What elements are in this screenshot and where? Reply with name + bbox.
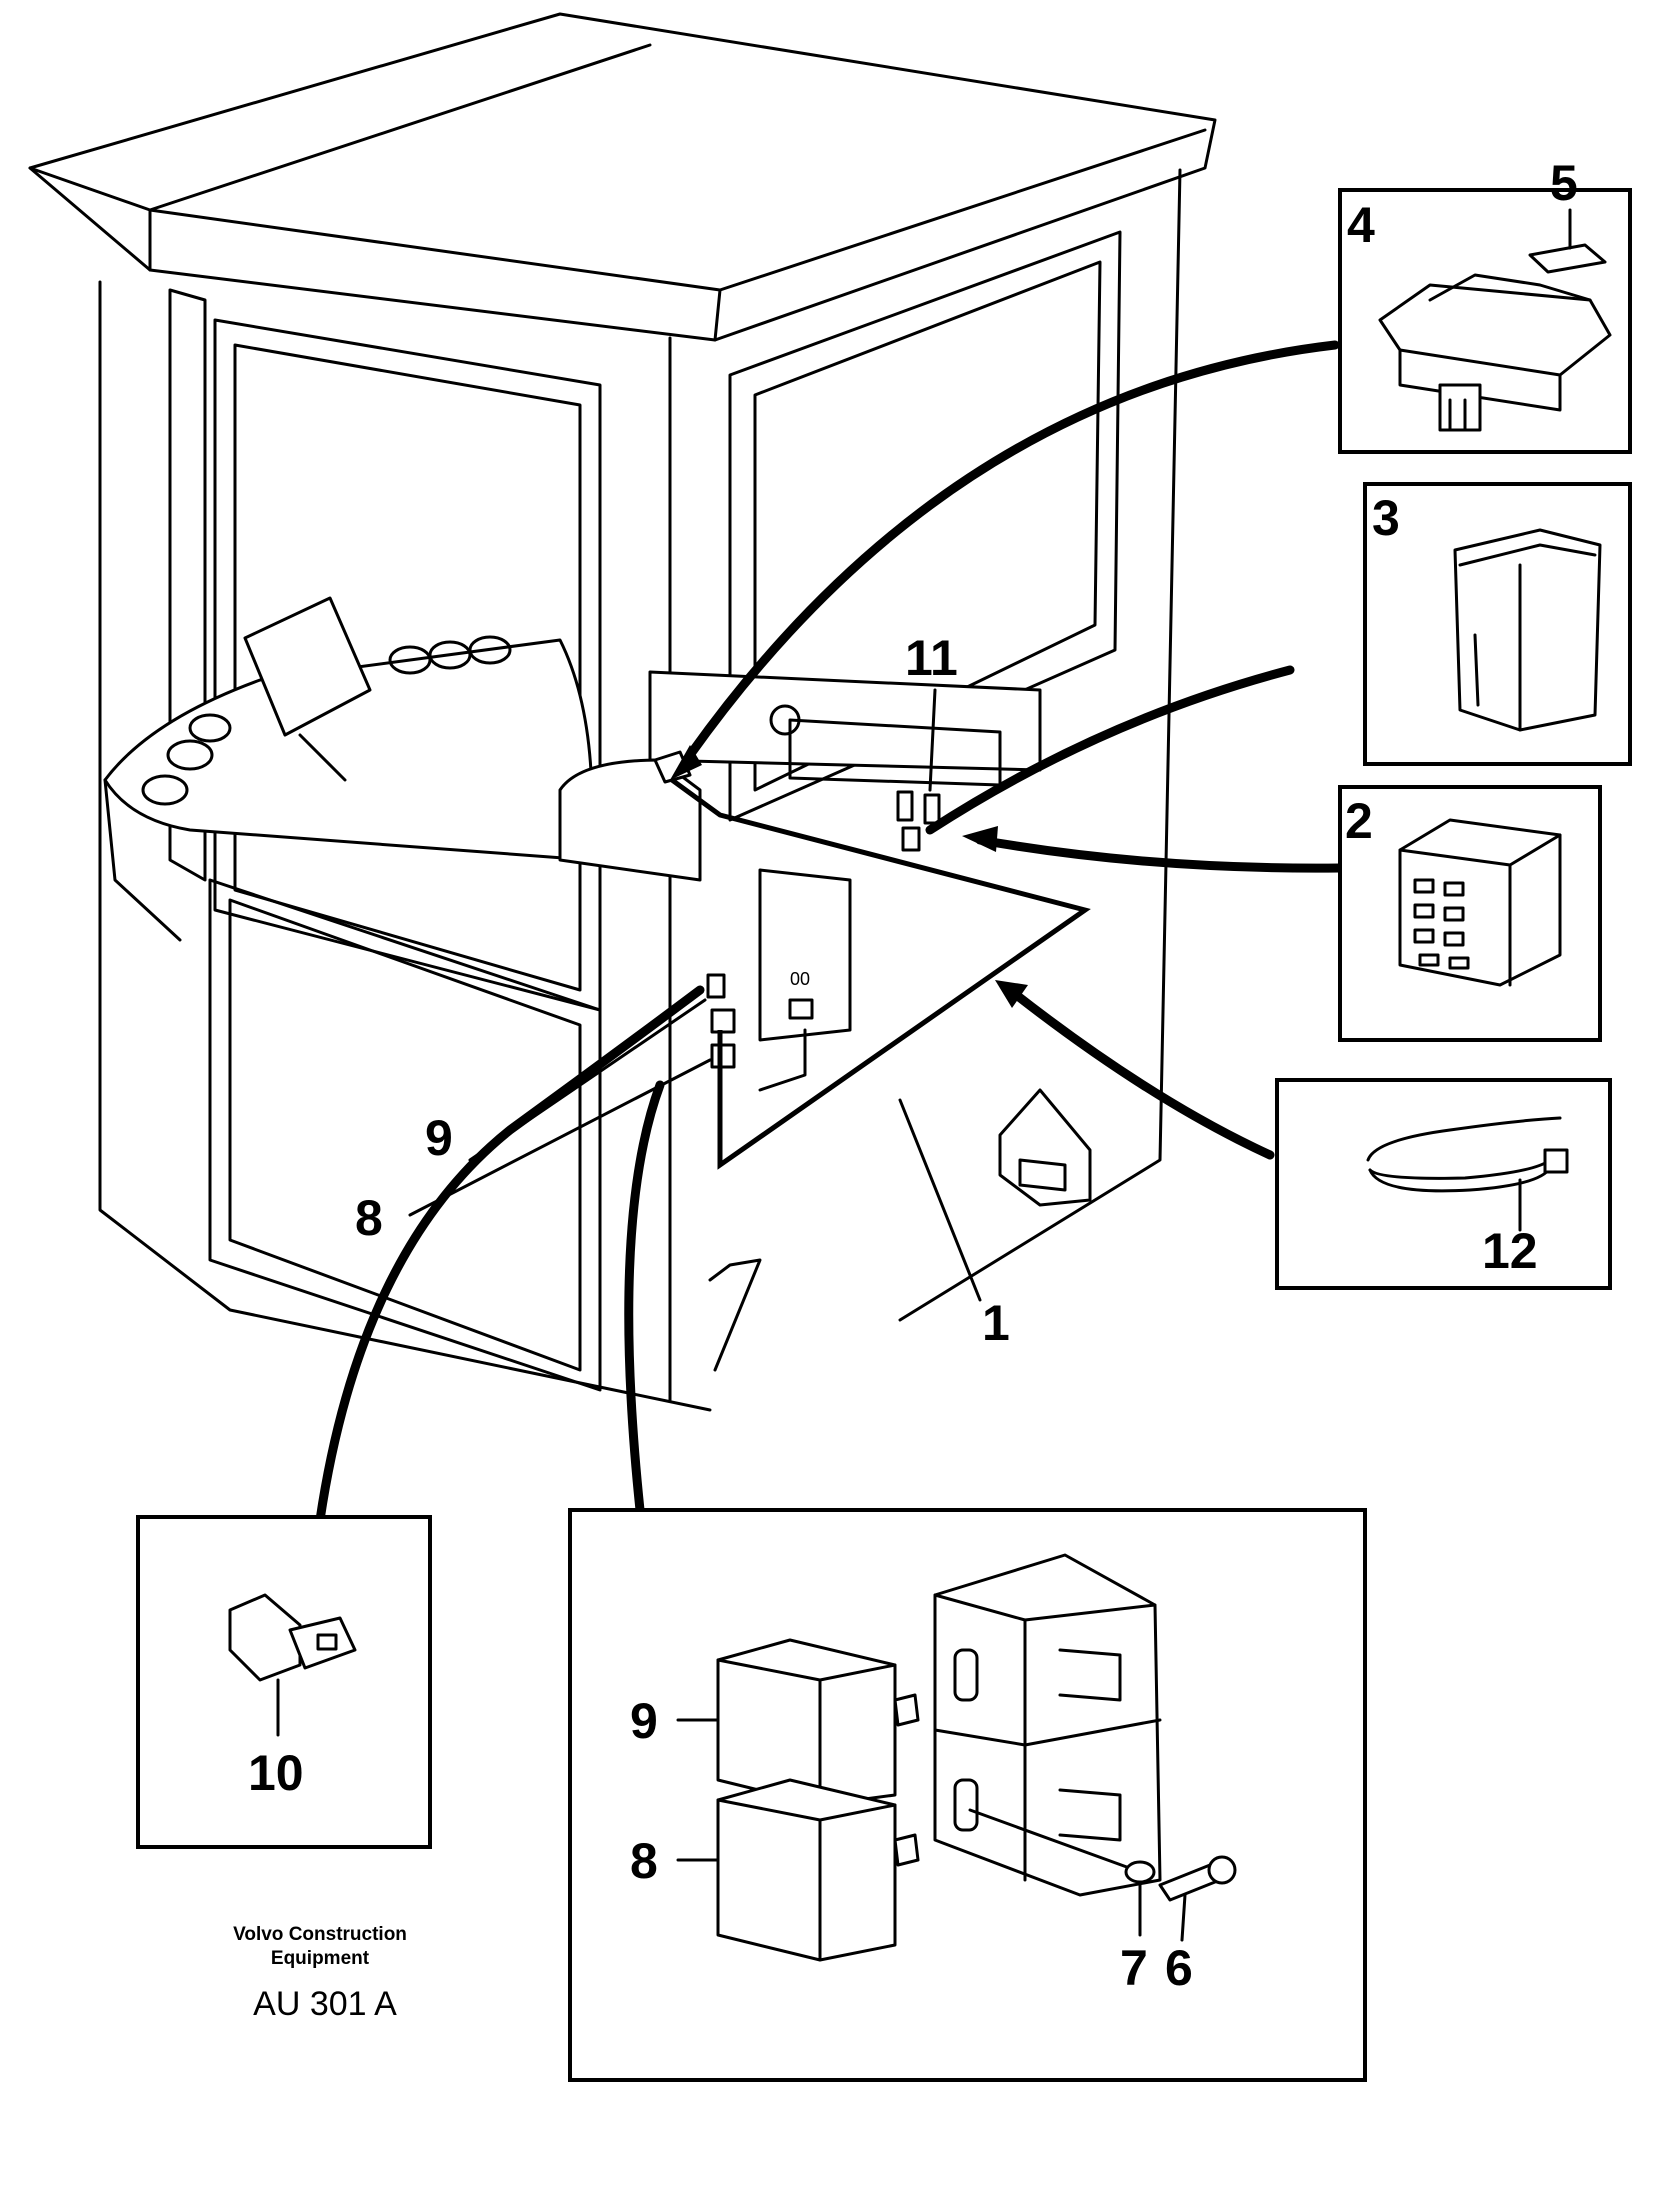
screw-and-washer <box>968 1808 1237 1942</box>
relay-9 <box>716 1638 920 1807</box>
callout-8: 8 <box>355 1190 383 1246</box>
relay-8 <box>716 1778 920 1962</box>
cab-illustration: 00 <box>28 12 1217 1412</box>
relay-holder <box>933 1553 1162 1897</box>
detail-box-relays <box>568 1508 1367 2082</box>
detail-box-connector <box>1338 785 1602 1042</box>
detail-box-switch <box>1338 188 1632 454</box>
callout-5: 5 <box>1550 155 1578 211</box>
connector-pins <box>1413 878 1470 970</box>
callout-10: 10 <box>248 1745 304 1801</box>
callout-2: 2 <box>1345 793 1373 849</box>
caption: Volvo Construction Equipment AU 301 A <box>233 1924 407 2023</box>
callout-7: 7 <box>1120 1940 1148 1996</box>
callout-8-detail: 8 <box>630 1833 658 1889</box>
callout-11: 11 <box>905 630 958 686</box>
callout-1: 1 <box>982 1295 1010 1351</box>
detail-box-cable-tie <box>1275 1078 1612 1290</box>
caption-company-line1: Volvo Construction <box>233 1924 407 1945</box>
callout-9: 9 <box>425 1110 453 1166</box>
detail-box-relay-plug <box>1363 482 1632 766</box>
callout-3: 3 <box>1372 490 1400 546</box>
callout-4: 4 <box>1347 197 1375 253</box>
callout-labels: 1 2 3 4 5 6 7 8 9 10 11 12 9 8 <box>248 155 1578 1996</box>
caption-company-line2: Equipment <box>271 1948 370 1969</box>
caption-drawing-code: AU 301 A <box>253 1985 397 2023</box>
detail-box-plug <box>136 1515 432 1849</box>
svg-text:00: 00 <box>790 969 810 989</box>
callout-9-detail: 9 <box>630 1693 658 1749</box>
callout-12: 12 <box>1482 1223 1538 1279</box>
callout-6: 6 <box>1165 1940 1193 1996</box>
leader-lines <box>315 340 1345 1525</box>
